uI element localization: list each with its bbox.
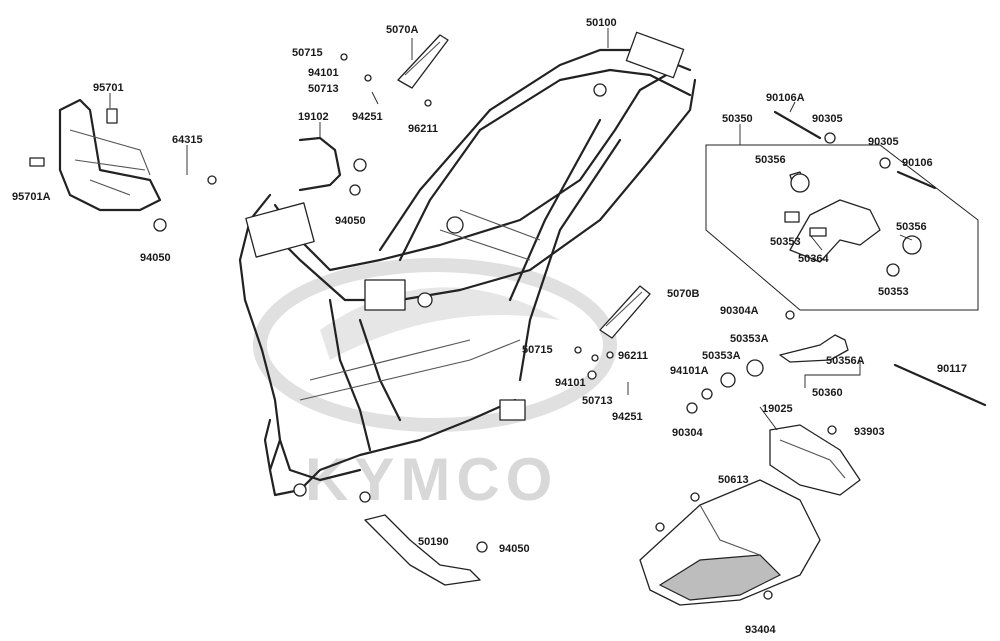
part-label: 50364 bbox=[798, 253, 829, 265]
part-label: 90106 bbox=[902, 157, 933, 169]
cover-5070b-drawing bbox=[599, 285, 651, 339]
part-label: 50713 bbox=[582, 395, 613, 407]
part-label: 94101A bbox=[670, 365, 709, 377]
part-label: 64315 bbox=[172, 134, 203, 146]
bolts-top-right bbox=[773, 110, 987, 407]
part-label: 93903 bbox=[854, 426, 885, 438]
part-label: 5070A bbox=[386, 24, 418, 36]
part-label: 50356 bbox=[896, 221, 927, 233]
leader-lines bbox=[109, 28, 913, 431]
arm-50360-drawing bbox=[686, 310, 861, 414]
part-label: 50713 bbox=[308, 83, 339, 95]
part-label: 94050 bbox=[140, 252, 171, 264]
part-label: 90305 bbox=[812, 113, 843, 125]
cover-19025-drawing bbox=[769, 424, 861, 496]
part-labels: 50715 5070A 50100 94101 50713 94251 9621… bbox=[12, 17, 967, 636]
lower-bar-50190-drawing bbox=[359, 491, 488, 586]
part-label: 90305 bbox=[868, 136, 899, 148]
part-label: 50356 bbox=[755, 154, 786, 166]
small-fasteners bbox=[153, 53, 629, 395]
part-label: 19102 bbox=[298, 111, 329, 123]
part-label: 94251 bbox=[352, 111, 383, 123]
part-label: 50353 bbox=[878, 286, 909, 298]
part-label: 50715 bbox=[522, 344, 553, 356]
part-label: 50360 bbox=[812, 387, 843, 399]
part-label: 50353A bbox=[730, 333, 769, 345]
part-label: 94050 bbox=[335, 215, 366, 227]
part-label: 50100 bbox=[586, 17, 617, 29]
kymco-watermark-logo: KYMCO bbox=[253, 258, 617, 513]
part-label: 95701 bbox=[93, 82, 124, 94]
part-label: 94101 bbox=[555, 377, 586, 389]
rear-bracket-drawing bbox=[29, 98, 162, 212]
part-label: 90117 bbox=[937, 363, 967, 375]
part-label: 90106A bbox=[766, 92, 805, 104]
part-label: 95701A bbox=[12, 191, 51, 203]
undercover-50613-drawing bbox=[639, 479, 821, 606]
part-label: 50613 bbox=[718, 474, 749, 486]
bracket-19102-drawing bbox=[298, 136, 367, 196]
part-label: 90304 bbox=[672, 427, 703, 439]
part-label: 50715 bbox=[292, 47, 323, 59]
part-label: 19025 bbox=[762, 403, 793, 415]
part-label: 94050 bbox=[499, 543, 530, 555]
part-label: 90304A bbox=[720, 305, 759, 317]
part-label: 94251 bbox=[612, 411, 643, 423]
watermark-text: KYMCO bbox=[305, 446, 558, 513]
part-label: 96211 bbox=[618, 350, 648, 362]
part-label: 50356A bbox=[826, 355, 865, 367]
part-label: 93404 bbox=[745, 624, 776, 636]
group-50350-box bbox=[705, 124, 979, 311]
part-label: 94101 bbox=[308, 67, 339, 79]
part-label: 50353 bbox=[770, 236, 801, 248]
part-label: 50353A bbox=[702, 350, 741, 362]
cover-5070a-drawing bbox=[397, 34, 449, 89]
part-label: 50350 bbox=[722, 113, 753, 125]
part-label: 5070B bbox=[667, 288, 699, 300]
part-label: 96211 bbox=[408, 123, 438, 135]
main-frame-drawing bbox=[238, 31, 697, 497]
part-label: 50190 bbox=[418, 536, 449, 548]
